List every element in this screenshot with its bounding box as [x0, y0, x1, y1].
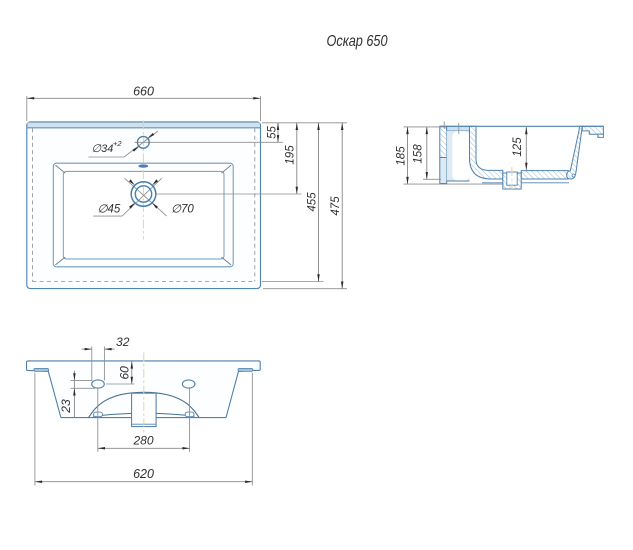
svg-text:195: 195 [285, 145, 297, 165]
svg-text:475: 475 [330, 196, 342, 216]
svg-text:23: 23 [59, 399, 73, 414]
svg-text:660: 660 [133, 85, 154, 99]
svg-text:∅70: ∅70 [171, 204, 194, 216]
svg-text:185: 185 [395, 146, 407, 166]
svg-text:55: 55 [267, 126, 279, 139]
svg-text:620: 620 [133, 467, 154, 481]
svg-text:+2: +2 [113, 139, 122, 148]
svg-text:∅34: ∅34 [92, 143, 114, 155]
svg-text:158: 158 [412, 144, 424, 164]
svg-text:280: 280 [132, 434, 153, 448]
svg-text:32: 32 [116, 335, 130, 349]
svg-text:Оскар 650: Оскар 650 [327, 33, 388, 50]
svg-text:60: 60 [117, 366, 131, 380]
svg-text:∅45: ∅45 [98, 204, 121, 216]
svg-text:125: 125 [512, 137, 524, 157]
svg-text:455: 455 [307, 192, 319, 212]
